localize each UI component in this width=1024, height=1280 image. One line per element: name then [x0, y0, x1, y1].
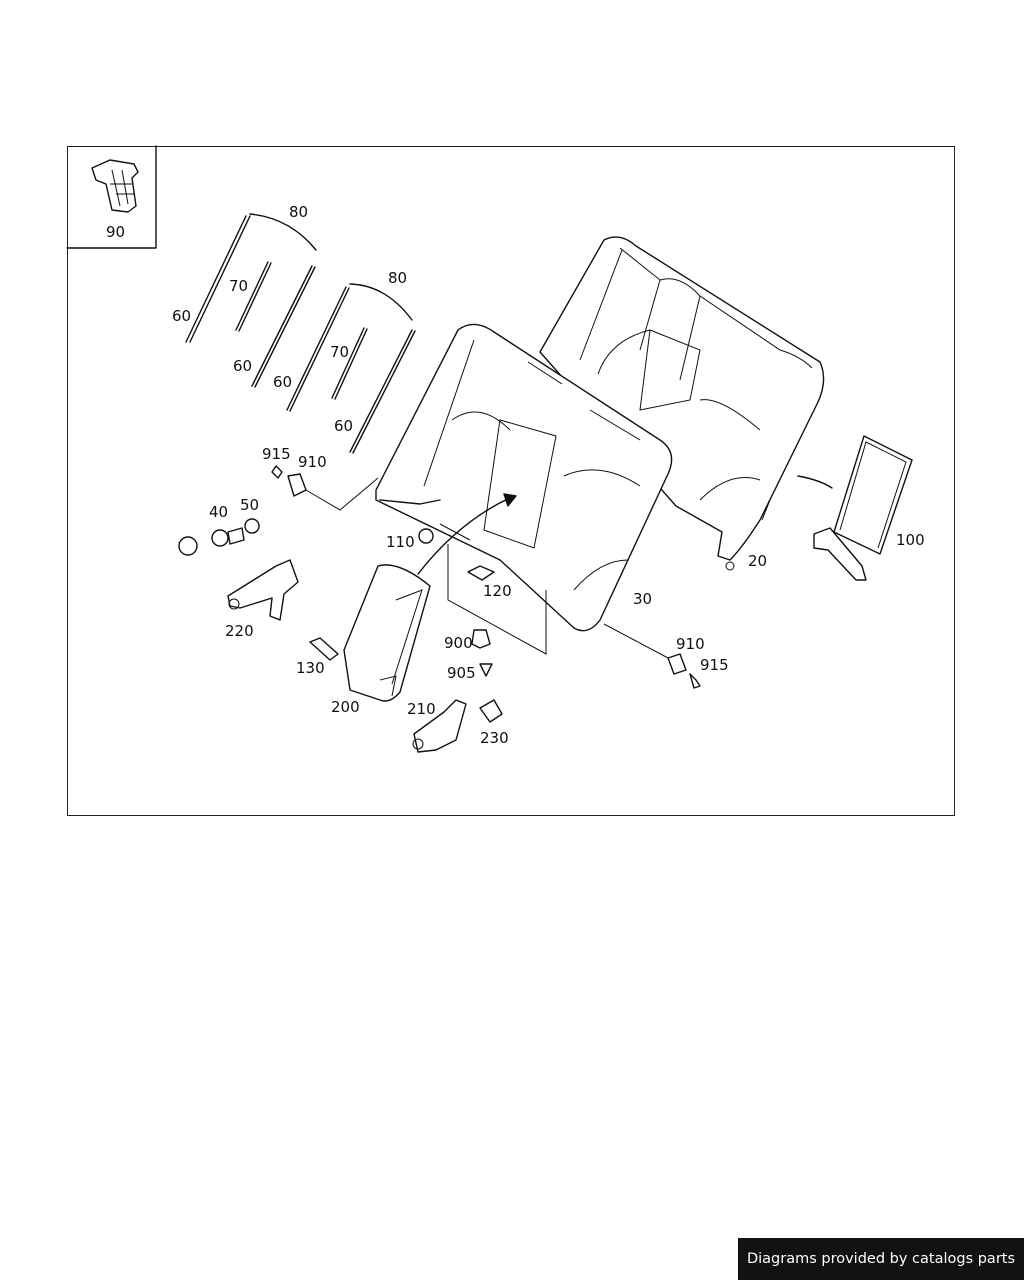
label-230: 230: [480, 729, 509, 747]
spring-wires: [185, 213, 416, 454]
leader-100: [797, 475, 833, 489]
inset-box-90: 90: [66, 145, 157, 249]
wire-80-right: [349, 283, 413, 321]
label-200: 200: [331, 698, 360, 716]
label-900: 900: [444, 634, 473, 652]
footer-attribution: Diagrams provided by catalogs parts: [738, 1238, 1024, 1280]
label-905: 905: [447, 664, 476, 682]
leader-lines: [305, 477, 669, 659]
wire-60-mid-left: [251, 265, 316, 388]
label-20: 20: [748, 552, 767, 570]
diagram-frame: [67, 146, 955, 816]
label-110: 110: [386, 533, 415, 551]
label-100: 100: [896, 531, 925, 549]
label-70a: 70: [229, 277, 248, 295]
panel-100: [797, 435, 913, 581]
fasteners: [178, 465, 701, 753]
label-40: 40: [209, 503, 228, 521]
label-80a: 80: [289, 203, 308, 221]
wire-70-left: [235, 261, 272, 332]
label-910b: 910: [676, 635, 705, 653]
label-70b: 70: [330, 343, 349, 361]
backrest-20: [539, 236, 825, 571]
clip-90-icon: [91, 159, 139, 213]
arrow-to-seat: [417, 495, 515, 575]
callout-labels: 80 70 60 80 60 60 70 60 915 910 40 50 11…: [172, 203, 925, 747]
label-220: 220: [225, 622, 254, 640]
armrest-200: [343, 493, 517, 702]
seat-cushion-30: [375, 323, 673, 632]
label-60b: 60: [233, 357, 252, 375]
label-910a: 910: [298, 453, 327, 471]
label-915b: 915: [700, 656, 729, 674]
label-60a: 60: [172, 307, 191, 325]
label-60d: 60: [334, 417, 353, 435]
wire-70-right: [331, 327, 368, 400]
wire-60-mid: [286, 286, 350, 412]
wire-60-left: [185, 215, 251, 343]
label-30: 30: [633, 590, 652, 608]
wire-80-left: [249, 213, 317, 251]
label-50: 50: [240, 496, 259, 514]
label-130: 130: [296, 659, 325, 677]
wire-60-right: [349, 329, 416, 454]
label-120: 120: [483, 582, 512, 600]
label-210: 210: [407, 700, 436, 718]
label-60c: 60: [273, 373, 292, 391]
label-90: 90: [106, 223, 125, 241]
label-80b: 80: [388, 269, 407, 287]
label-915a: 915: [262, 445, 291, 463]
